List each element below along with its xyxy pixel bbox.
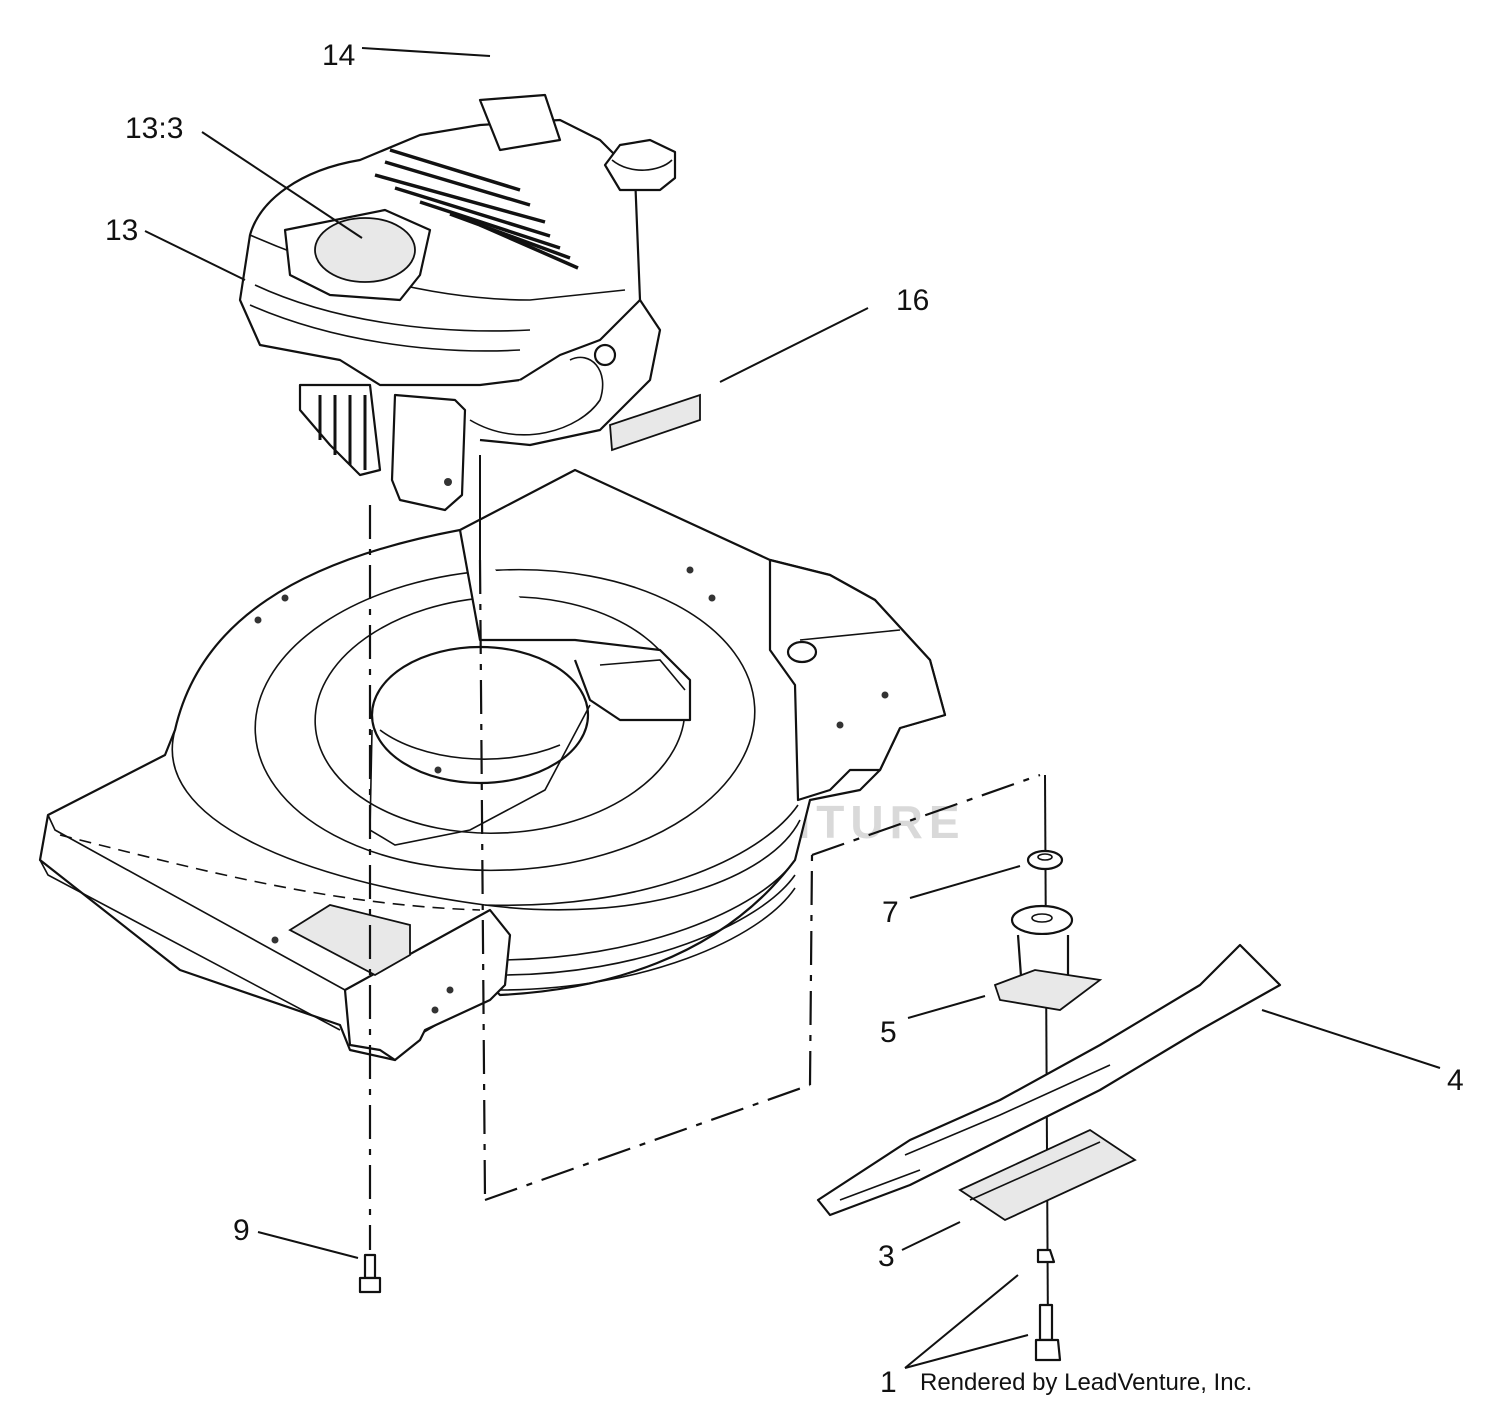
decal-16 <box>609 393 701 452</box>
render-credit: Rendered by LeadVenture, Inc. <box>920 1369 1252 1396</box>
callout-4: 4 <box>1447 1064 1464 1097</box>
callout-9: 9 <box>233 1214 250 1247</box>
callout-14: 14 <box>322 39 355 72</box>
bolt-9 <box>358 1253 382 1294</box>
assembly-lines <box>368 455 1049 1341</box>
engine <box>238 93 677 512</box>
callout-16: 16 <box>896 284 929 317</box>
callout-1: 1 <box>880 1366 897 1399</box>
leader-lines <box>144 47 1441 1369</box>
blade-assembly <box>816 849 1282 1362</box>
callout-3: 3 <box>878 1240 895 1273</box>
mower-deck <box>38 468 947 1062</box>
callout-13-3: 13:3 <box>125 112 183 145</box>
callout-7: 7 <box>882 896 899 929</box>
callout-13: 13 <box>105 214 138 247</box>
callout-5: 5 <box>880 1016 897 1049</box>
